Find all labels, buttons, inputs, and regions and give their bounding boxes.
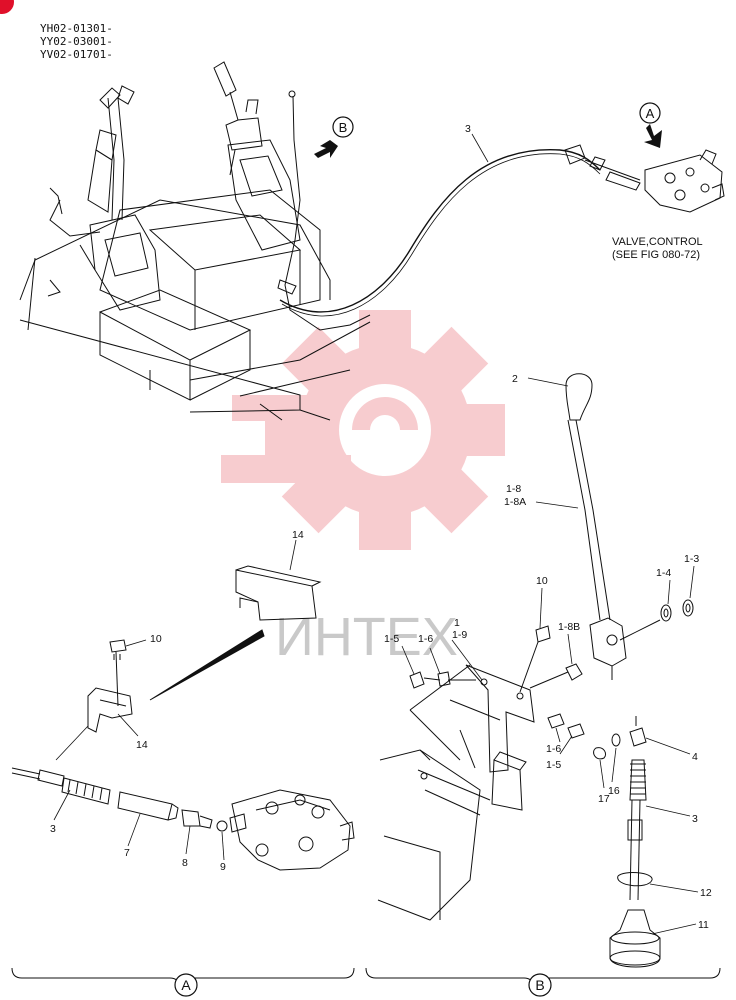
callout-7: 7 <box>124 847 130 859</box>
callout-1-6-lower: 1-6 <box>546 743 561 755</box>
callout-1-8b: 1-8B <box>558 621 580 633</box>
callout-1-5-lower: 1-5 <box>546 759 561 771</box>
operator-station-drawing <box>19 61 371 421</box>
watermark-gear-icon <box>221 310 505 550</box>
callout-10-right: 10 <box>536 575 548 587</box>
callout-1: 1 <box>454 617 460 629</box>
callout-1-5-upper: 1-5 <box>384 633 399 645</box>
callout-16: 16 <box>608 785 620 797</box>
callout-3-left: 3 <box>50 823 56 835</box>
callout-1-9: 1-9 <box>452 629 467 641</box>
view-a-label-top: A <box>646 106 655 121</box>
callout-8: 8 <box>182 857 188 869</box>
callout-9: 9 <box>220 861 226 873</box>
callout-17: 17 <box>598 793 610 805</box>
callout-2: 2 <box>512 373 518 385</box>
note-line-1: VALVE,CONTROL <box>612 236 703 248</box>
cable-top <box>279 149 601 313</box>
serial-number: YV02-01701- <box>40 48 113 61</box>
callout-1-3: 1-3 <box>684 553 699 565</box>
detail-a-drawing <box>11 565 355 871</box>
view-a-label: A <box>181 977 191 993</box>
serial-number-list: YH02-01301- YY02-03001- YV02-01701- <box>40 22 113 61</box>
serial-number: YY02-03001- <box>40 35 113 48</box>
view-a-arrow-icon: A <box>639 102 662 148</box>
callout-12: 12 <box>700 887 712 899</box>
callout-4: 4 <box>692 751 698 763</box>
callout-10-left: 10 <box>150 633 162 645</box>
valve-reference-note: VALVE,CONTROL (SEE FIG 080-72) <box>612 236 703 262</box>
callout-14-upper: 14 <box>292 529 304 541</box>
note-line-2: (SEE FIG 080-72) <box>612 249 701 261</box>
callout-3-right: 3 <box>692 813 698 825</box>
serial-number: YH02-01301- <box>40 22 113 35</box>
callout-11: 11 <box>698 919 709 931</box>
callout-3-top: 3 <box>465 123 471 135</box>
callout-14-lower: 14 <box>136 739 148 751</box>
view-b-label: B <box>535 977 544 993</box>
callout-labels: 3 2 1-8 1-8A 10 14 10 14 1 1-9 1-8B 1-5 … <box>50 123 712 931</box>
callout-leaders <box>53 133 699 935</box>
callout-1-6-upper: 1-6 <box>418 633 433 645</box>
control-valve-top-drawing <box>564 144 725 213</box>
callout-1-8a: 1-8A <box>504 496 526 508</box>
watermark-text: ИНТЕХ <box>275 607 458 667</box>
view-b-arrow-icon: B <box>314 116 354 158</box>
callout-1-8: 1-8 <box>506 483 521 495</box>
callout-1-4: 1-4 <box>656 567 671 579</box>
view-b-label-top: B <box>339 120 348 135</box>
detail-b-drawing <box>377 373 694 968</box>
